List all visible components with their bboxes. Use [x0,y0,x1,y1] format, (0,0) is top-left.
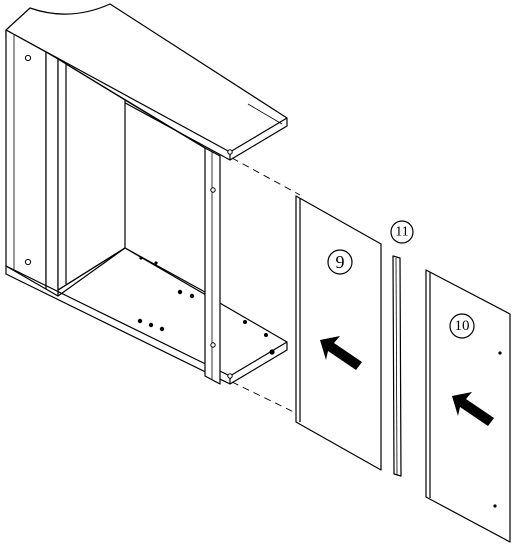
panel-10-callout: 10 [449,313,475,339]
panel-10: 10 [425,269,511,543]
top-board [5,3,288,161]
right-front-post [204,147,221,385]
left-front-edge [45,51,59,297]
guide-line-top [231,157,301,196]
guide-line-bottom [231,381,299,415]
strip-11-body [392,255,402,477]
panel-9-face [295,195,382,471]
panel-9-callout: 9 [327,249,353,275]
left-side-panel [5,29,47,291]
panel-9: 9 [295,195,382,471]
panel-10-number: 10 [455,318,470,334]
panel-9-arrow [320,336,362,370]
panel-9-number: 9 [336,252,345,272]
strip-11: 11 [390,220,414,477]
strip-11-number: 11 [395,225,408,240]
cabinet-body [5,3,288,385]
strip-11-callout: 11 [390,220,414,244]
panel-10-arrow [452,392,494,426]
